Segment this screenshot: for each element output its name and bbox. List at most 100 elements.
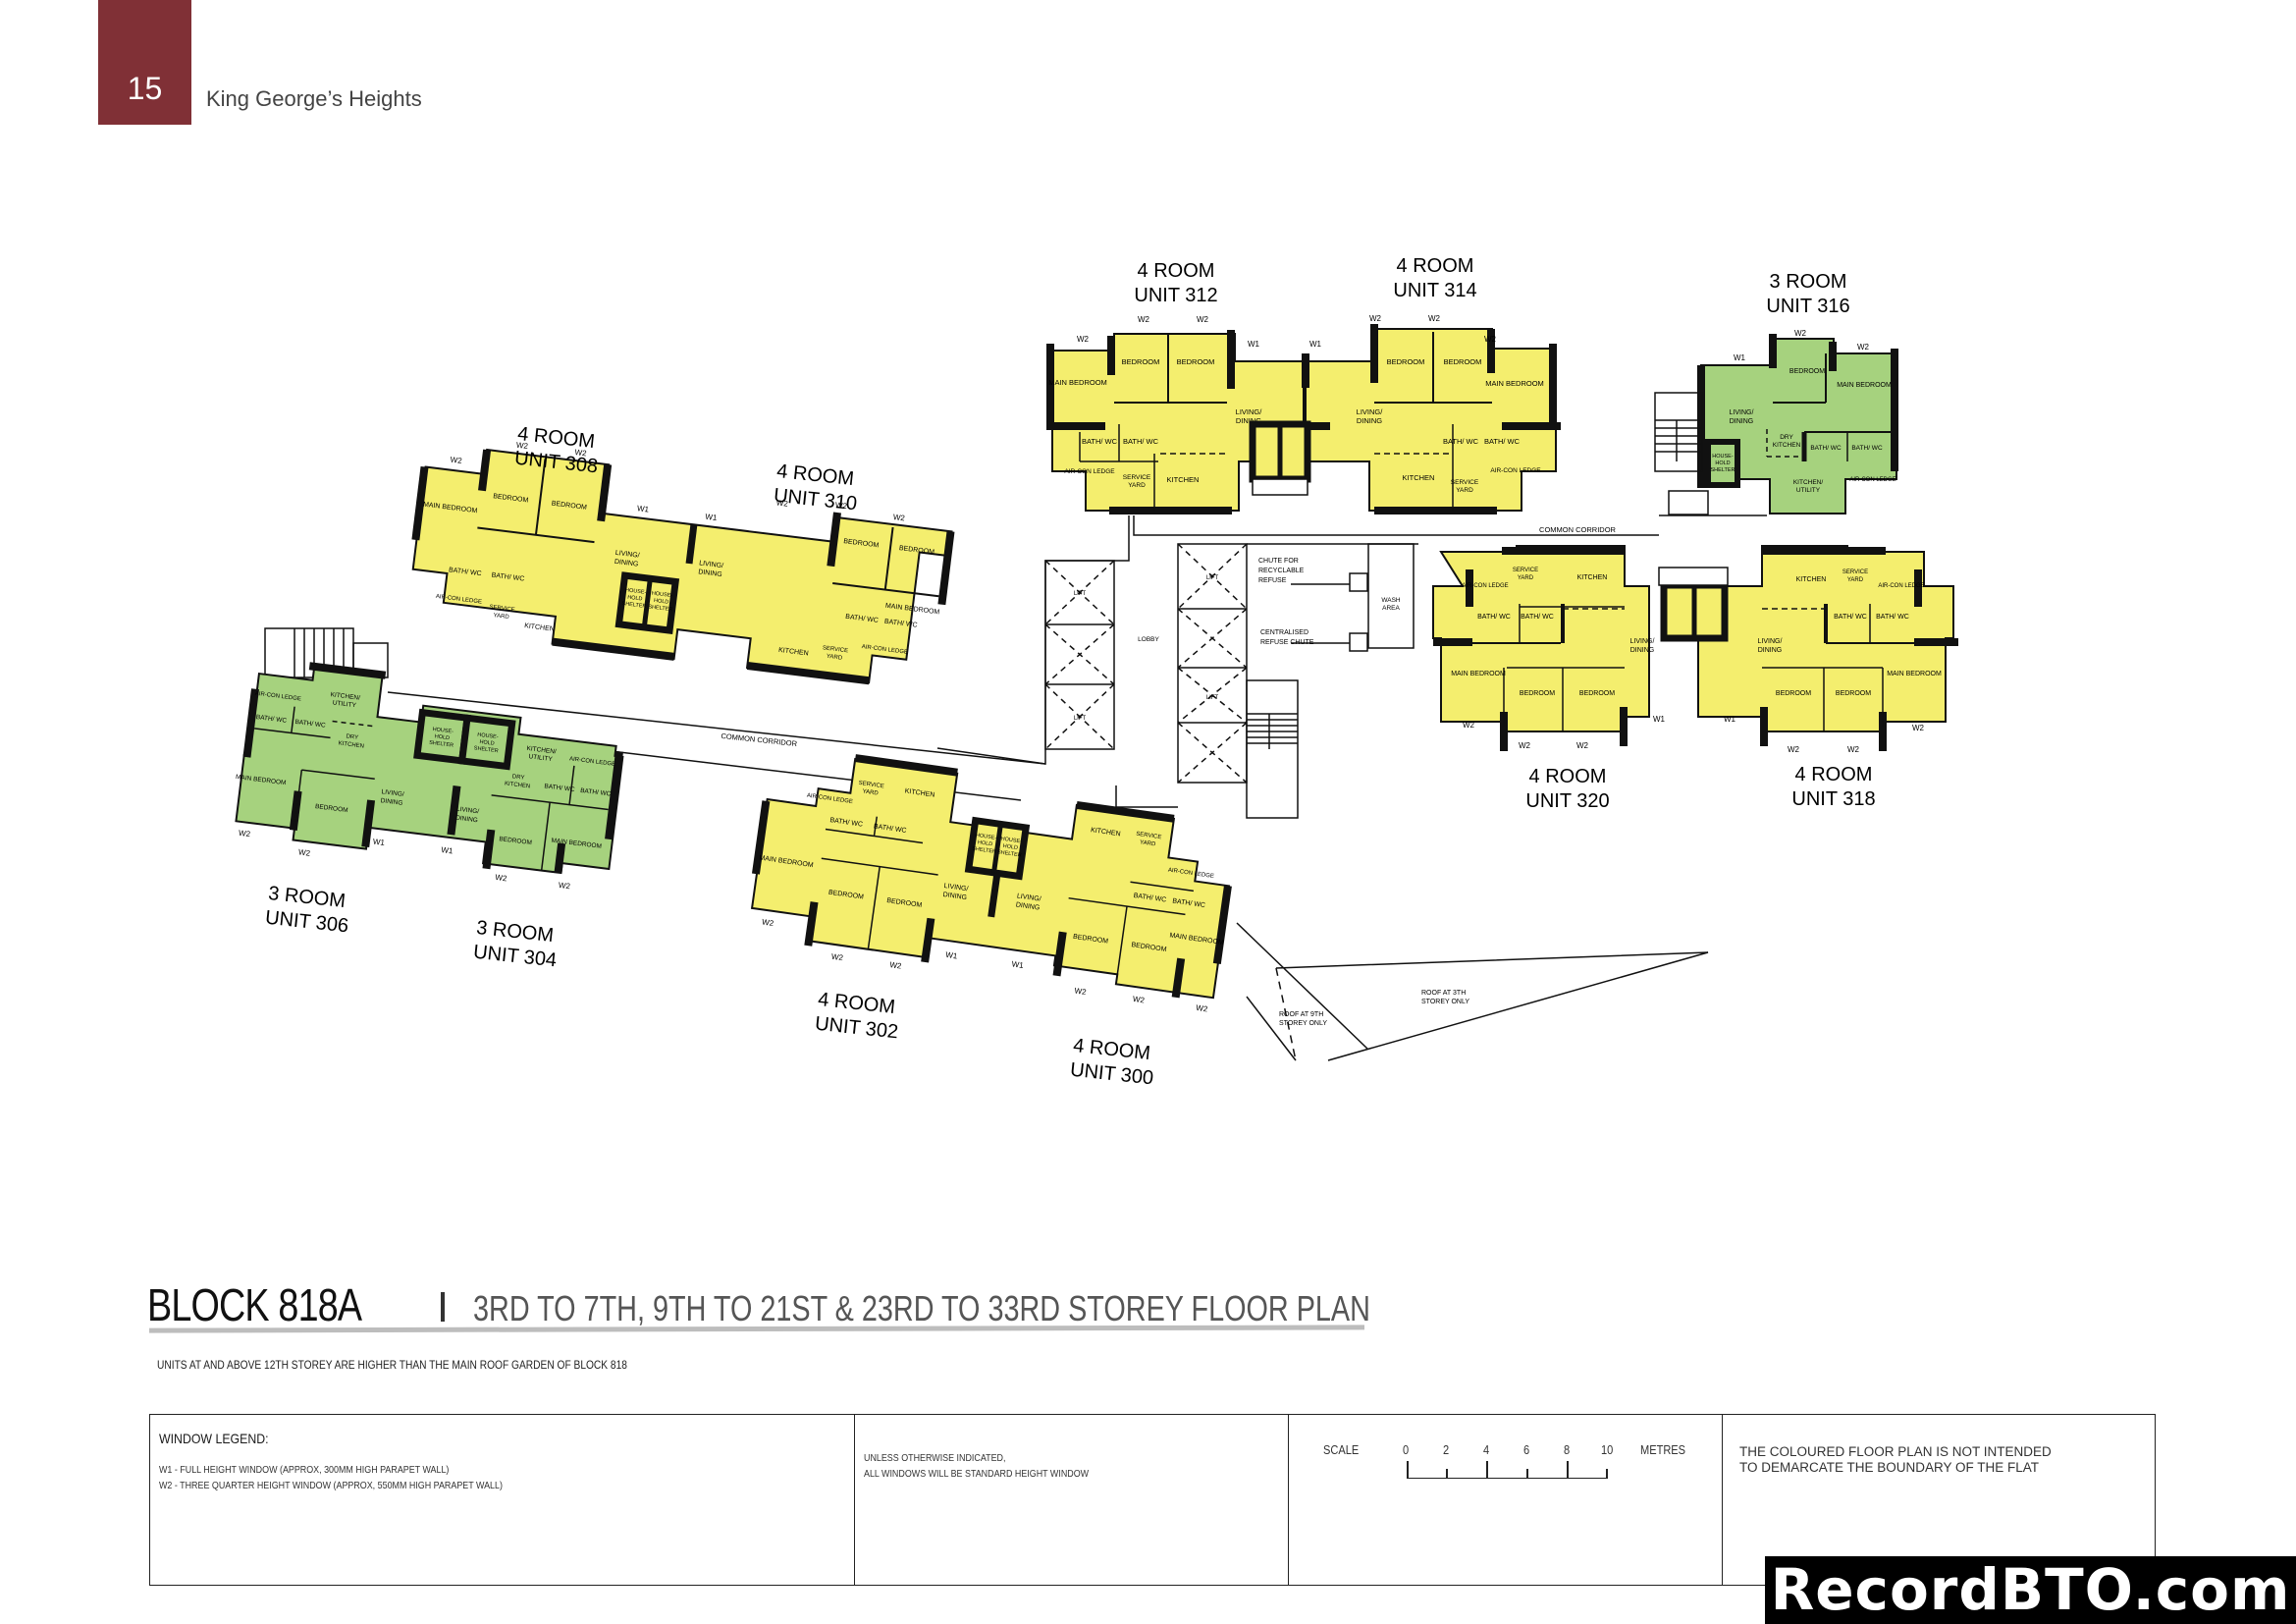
svg-text:BEDROOM: BEDROOM — [1579, 690, 1615, 697]
svg-text:BEDROOM: BEDROOM — [843, 538, 880, 549]
svg-text:BEDROOM: BEDROOM — [1177, 357, 1215, 366]
svg-text:RECYCLABLE: RECYCLABLE — [1258, 568, 1305, 574]
svg-text:W2: W2 — [1484, 335, 1497, 344]
svg-text:REFUSE CHUTE: REFUSE CHUTE — [1260, 639, 1314, 646]
svg-text:COMMON CORRIDOR: COMMON CORRIDOR — [721, 731, 798, 748]
svg-text:W1: W1 — [1011, 959, 1025, 970]
unit-312-type: 4 ROOM — [1138, 260, 1215, 282]
household-shelters-320-318 — [1658, 567, 1729, 642]
svg-text:LIFT: LIFT — [1206, 575, 1219, 581]
svg-text:BEDROOM: BEDROOM — [1122, 357, 1160, 366]
svg-text:W2: W2 — [1077, 335, 1090, 344]
svg-text:BATH/ WC: BATH/ WC — [544, 783, 575, 793]
svg-text:SHELTER: SHELTER — [429, 740, 454, 749]
svg-text:BATH/ WC: BATH/ WC — [1851, 445, 1883, 452]
svg-text:W2: W2 — [574, 448, 588, 458]
svg-text:STOREY ONLY: STOREY ONLY — [1421, 999, 1469, 1005]
svg-text:KITCHEN/: KITCHEN/ — [526, 745, 557, 756]
scale-tick-6: 6 — [1523, 1442, 1530, 1457]
svg-text:W2: W2 — [830, 952, 844, 963]
svg-text:SERVICE: SERVICE — [489, 605, 515, 614]
scale-tick-10: 10 — [1601, 1442, 1614, 1457]
svg-text:DINING: DINING — [1730, 418, 1754, 425]
svg-text:BATH/ WC: BATH/ WC — [1521, 614, 1554, 621]
unit-316-label: UNIT 316 — [1766, 296, 1849, 317]
svg-text:SERVICE: SERVICE — [823, 645, 849, 654]
svg-text:W2: W2 — [298, 847, 312, 857]
floor-plan-diagram: MAIN BEDROOM BEDROOM BEDROOM BATH/ WC BA… — [235, 255, 1958, 1089]
svg-text:W2: W2 — [1197, 315, 1209, 324]
svg-text:KITCHEN: KITCHEN — [1773, 442, 1801, 449]
svg-text:W2: W2 — [558, 881, 571, 891]
svg-text:DRY: DRY — [1780, 434, 1793, 441]
window-legend-cell: WINDOW LEGEND: W1 - FULL HEIGHT WINDOW (… — [150, 1415, 855, 1585]
svg-text:W1: W1 — [372, 838, 386, 847]
svg-text:LIFT: LIFT — [1074, 591, 1087, 597]
disclaimer-line-2: TO DEMARCATE THE BOUNDARY OF THE FLAT — [1739, 1460, 2040, 1475]
svg-text:COMMON CORRIDOR: COMMON CORRIDOR — [1539, 525, 1616, 534]
page-number-tab — [98, 0, 191, 125]
svg-text:W2: W2 — [1132, 995, 1146, 1005]
svg-text:LOBBY: LOBBY — [1138, 636, 1159, 643]
svg-text:AIR-CON LEDGE: AIR-CON LEDGE — [569, 756, 616, 768]
svg-text:KITCHEN/: KITCHEN/ — [330, 691, 360, 702]
svg-text:SERVICE: SERVICE — [1451, 479, 1479, 486]
svg-text:AIR-CON LEDGE: AIR-CON LEDGE — [435, 594, 482, 606]
svg-text:HOUSE-: HOUSE- — [975, 833, 996, 841]
svg-text:LIVING/: LIVING/ — [699, 560, 724, 569]
svg-text:UTILITY: UTILITY — [332, 699, 357, 709]
svg-text:BATH/ WC: BATH/ WC — [294, 719, 326, 730]
svg-text:YARD: YARD — [1140, 839, 1157, 847]
w1-definition: W1 - FULL HEIGHT WINDOW (APPROX, 300MM H… — [159, 1464, 450, 1476]
svg-text:MAIN BEDROOM: MAIN BEDROOM — [1837, 382, 1892, 389]
svg-text:BATH/ WC: BATH/ WC — [1484, 437, 1521, 446]
scale-tick-4: 4 — [1483, 1442, 1490, 1457]
svg-text:ROOF AT 9TH: ROOF AT 9TH — [1279, 1011, 1323, 1018]
svg-text:SERVICE: SERVICE — [1513, 568, 1538, 573]
unit-320-type: 4 ROOM — [1529, 766, 1607, 787]
svg-text:DINING: DINING — [455, 815, 478, 825]
unit-314-plan: MAIN BEDROOM BEDROOM BEDROOM BATH/ WC BA… — [1281, 314, 1561, 514]
svg-text:KITCHEN: KITCHEN — [904, 787, 934, 798]
svg-text:W1: W1 — [945, 950, 959, 961]
svg-text:LIVING/: LIVING/ — [614, 550, 640, 560]
svg-text:STOREY ONLY: STOREY ONLY — [1279, 1020, 1327, 1027]
svg-text:BEDROOM: BEDROOM — [499, 836, 532, 846]
svg-text:W1: W1 — [1309, 340, 1322, 349]
svg-text:CENTRALISED: CENTRALISED — [1260, 629, 1308, 636]
svg-text:KITCHEN: KITCHEN — [1577, 574, 1608, 581]
svg-text:BATH/ WC: BATH/ WC — [1443, 437, 1479, 446]
svg-text:YARD: YARD — [1128, 482, 1146, 489]
unit-318-plan: MAIN BEDROOM BEDROOM BEDROOM BATH/ WC BA… — [1697, 545, 1958, 754]
standard-window-note-2: ALL WINDOWS WILL BE STANDARD HEIGHT WIND… — [864, 1468, 1090, 1480]
svg-text:SHELTER: SHELTER — [972, 846, 997, 855]
svg-text:W2: W2 — [1912, 724, 1925, 732]
scale-label: SCALE — [1323, 1442, 1360, 1457]
svg-text:MAIN BEDROOM: MAIN BEDROOM — [1048, 378, 1107, 387]
svg-text:DINING: DINING — [698, 568, 722, 578]
unit-312-label: UNIT 312 — [1134, 285, 1217, 306]
svg-text:HOUSE-: HOUSE- — [625, 587, 647, 596]
standard-window-cell: UNLESS OTHERWISE INDICATED, ALL WINDOWS … — [855, 1415, 1289, 1585]
block-name: BLOCK 818A — [147, 1279, 362, 1330]
svg-text:W2: W2 — [775, 498, 789, 508]
scale-tick-0: 0 — [1403, 1442, 1410, 1457]
svg-text:SHELTER: SHELTER — [1711, 467, 1735, 473]
svg-text:LIVING/: LIVING/ — [1758, 638, 1783, 645]
svg-text:LIVING/: LIVING/ — [1236, 407, 1263, 416]
svg-text:DINING: DINING — [380, 797, 402, 807]
svg-text:BATH/ WC: BATH/ WC — [1876, 614, 1909, 621]
svg-text:AIR-CON LEDGE: AIR-CON LEDGE — [1849, 477, 1896, 483]
svg-text:MAIN BEDROOM: MAIN BEDROOM — [1485, 379, 1544, 388]
unit-320-plan: MAIN BEDROOM BEDROOM BEDROOM BATH/ WC BA… — [1432, 545, 1666, 751]
svg-text:HOLD: HOLD — [654, 598, 669, 606]
svg-text:LIFT: LIFT — [1206, 695, 1219, 701]
svg-text:BATH/ WC: BATH/ WC — [884, 619, 918, 629]
svg-text:WASH: WASH — [1381, 597, 1401, 604]
svg-text:YARD: YARD — [1518, 575, 1534, 581]
svg-text:W2: W2 — [889, 960, 903, 971]
unit-320-label: UNIT 320 — [1525, 790, 1609, 812]
unit-314-type: 4 ROOM — [1397, 255, 1474, 277]
units-308-310: MAIN BEDROOM BEDROOM BEDROOM BATH/ WC BA… — [411, 441, 955, 685]
svg-text:BATH/ WC: BATH/ WC — [580, 787, 612, 798]
